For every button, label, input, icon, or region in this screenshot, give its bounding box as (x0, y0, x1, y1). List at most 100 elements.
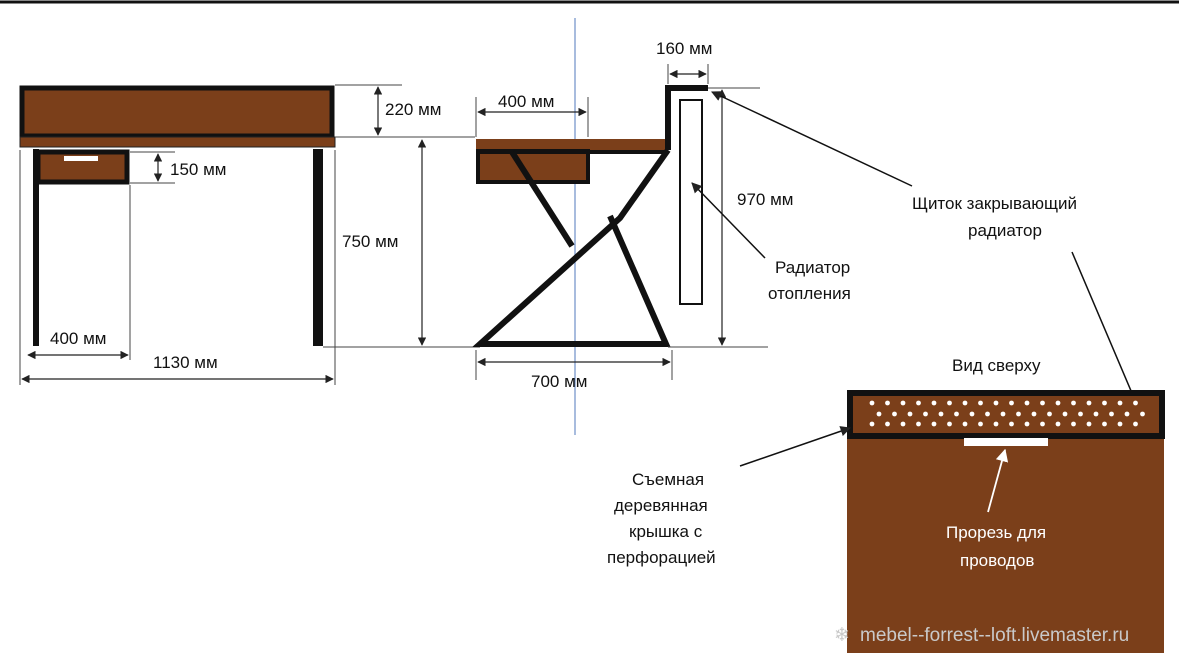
front-tabletop (19, 136, 336, 148)
perforation-dot (1055, 421, 1061, 427)
perforation-dot (938, 411, 944, 417)
lid-label-1: Съемная (632, 470, 704, 489)
shield-pointer (711, 91, 913, 187)
perforation-dot (1040, 421, 1045, 427)
snowflake-icon: ❄ (834, 625, 850, 646)
dim-label-160: 160 мм (656, 39, 712, 58)
perforation-dots (869, 400, 1145, 427)
perforation-dot (1133, 400, 1138, 406)
perforation-dot (907, 411, 913, 417)
perforation-dot (993, 400, 999, 406)
perforation-dot (1055, 400, 1061, 406)
perforation-dot (947, 421, 952, 427)
top-view-desk (847, 436, 1164, 653)
dim-label-220: 220 мм (385, 100, 441, 119)
perforated-lid (847, 390, 1165, 439)
perforation-dot (1000, 411, 1006, 417)
perforation-dot (962, 421, 968, 427)
perforation-dot (923, 411, 928, 417)
perforation-dot (1117, 400, 1123, 406)
dim-label-150: 150 мм (170, 160, 226, 179)
dim-label-970: 970 мм (737, 190, 793, 209)
watermark: ❄ mebel--forrest--loft.livemaster.ru (834, 625, 1129, 646)
perforation-dot (1140, 411, 1145, 417)
perforation-dot (892, 411, 897, 417)
perforation-dot (1102, 400, 1107, 406)
dim-label-400-front: 400 мм (50, 329, 106, 348)
front-left-leg (33, 149, 39, 346)
perforation-dot (1086, 421, 1092, 427)
radiator-label-2: отопления (768, 284, 851, 303)
perforation-dot (1071, 421, 1076, 427)
shield-label-2: радиатор (968, 221, 1042, 240)
radiator-label-1: Радиатор (775, 258, 850, 277)
perforation-dot (869, 421, 875, 427)
side-drawer (476, 149, 590, 184)
dim-label-400-side: 400 мм (498, 92, 554, 111)
shield-label-1: Щиток закрывающий (912, 194, 1077, 213)
perforation-dot (993, 421, 999, 427)
slot-pointer (987, 448, 1009, 513)
radiator (679, 99, 703, 305)
lid-label-4: перфорацией (607, 548, 716, 567)
perforation-dot (1016, 411, 1021, 417)
side-view: 400 мм 700 мм 160 мм 970 мм Радиатор ото… (472, 18, 1142, 435)
radiator-pointer (691, 182, 766, 259)
dim-label-750: 750 мм (342, 232, 398, 251)
perforation-dot (1047, 411, 1052, 417)
side-shield (665, 85, 708, 150)
dim-label-700: 700 мм (531, 372, 587, 391)
perforation-dot (1124, 411, 1130, 417)
perforation-dot (1009, 400, 1014, 406)
perforation-dot (931, 400, 937, 406)
perforation-dot (1086, 400, 1092, 406)
perforation-dot (1031, 411, 1037, 417)
watermark-text: mebel--forrest--loft.livemaster.ru (860, 625, 1129, 646)
perforation-dot (931, 421, 937, 427)
frame-upper-diagonal (509, 150, 575, 248)
perforation-dot (1109, 411, 1114, 417)
perforation-dot (876, 411, 882, 417)
lid-pointer (739, 426, 851, 467)
drawer-handle (64, 156, 98, 161)
perforation-dot (900, 400, 906, 406)
perforation-dot (962, 400, 968, 406)
perforation-dot (869, 400, 875, 406)
slot-label-1: Прорезь для (946, 523, 1046, 542)
lid-label-3: крышка с (629, 522, 703, 541)
front-right-leg (313, 149, 323, 346)
front-shield (19, 85, 335, 139)
dim-label-1130: 1130 мм (153, 353, 218, 372)
perforation-dot (1009, 421, 1014, 427)
wire-slot (964, 438, 1048, 446)
lid-label-2: деревянная (614, 496, 708, 515)
perforation-dot (1024, 421, 1030, 427)
top-view: Вид сверху Прорезь для проводов Съемная … (607, 356, 1165, 653)
side-tabletop (476, 139, 668, 150)
perforation-dot (985, 411, 990, 417)
shield-top-pointer (1071, 251, 1142, 413)
perforation-dot (1040, 400, 1045, 406)
perforation-dot (1117, 421, 1123, 427)
perforation-dot (1024, 400, 1030, 406)
perforation-dot (916, 421, 921, 427)
perforation-dot (916, 400, 921, 406)
perforation-dot (954, 411, 959, 417)
perforation-dot (1071, 400, 1076, 406)
slot-label-2: проводов (960, 551, 1034, 570)
perforation-dot (1093, 411, 1099, 417)
perforation-dot (978, 421, 983, 427)
perforation-dot (1062, 411, 1068, 417)
perforation-dot (1133, 421, 1138, 427)
perforation-dot (978, 400, 983, 406)
perforation-dot (885, 421, 890, 427)
side-z-frame (472, 148, 671, 347)
perforation-dot (1078, 411, 1083, 417)
top-view-title: Вид сверху (952, 356, 1041, 375)
perforation-dot (885, 400, 890, 406)
perforation-dot (1102, 421, 1107, 427)
perforation-dot (969, 411, 975, 417)
perforation-dot (900, 421, 906, 427)
perforation-dot (947, 400, 952, 406)
